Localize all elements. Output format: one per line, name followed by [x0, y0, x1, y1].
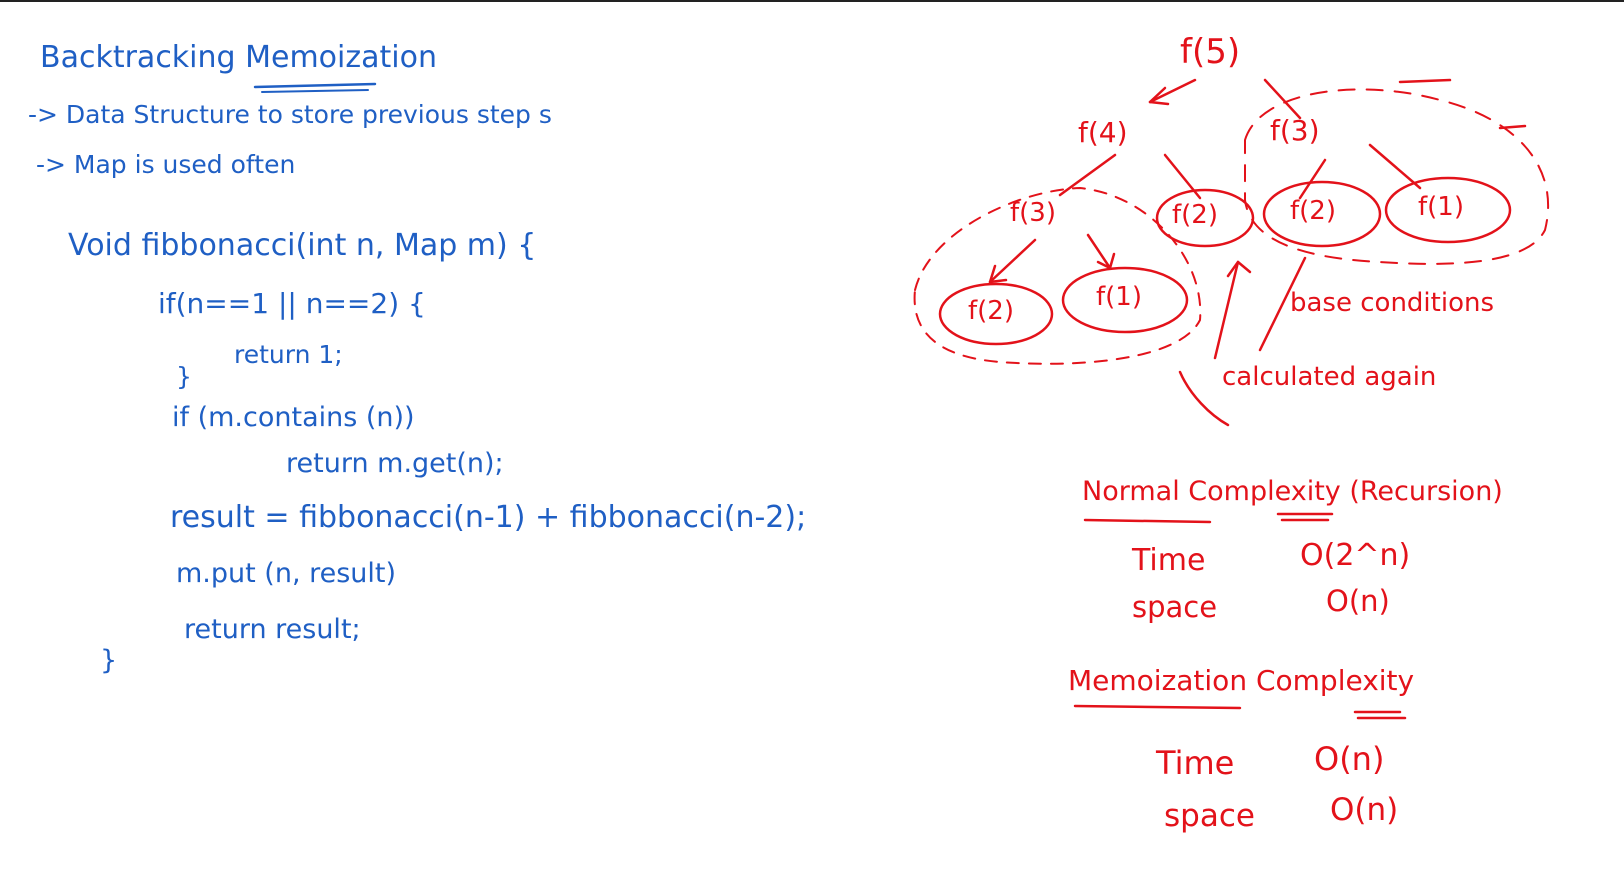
node-leaf-b: f(1)	[1096, 282, 1142, 312]
circle-f1-right	[1384, 176, 1512, 244]
annotation-arrows	[1178, 256, 1307, 427]
edge-f4-to-f3	[1058, 153, 1117, 197]
arrow-base-conditions	[1258, 256, 1307, 352]
code-result-line: result = fibbonacci(n-1) + fibbonacci(n-…	[170, 500, 807, 535]
code-if-line: if(n==1 || n==2) {	[158, 287, 426, 320]
code-return-result: return result;	[184, 614, 361, 645]
code-put-line: m.put (n, result)	[176, 558, 397, 589]
curve-calculated-again	[1178, 370, 1230, 427]
canvas-top-border	[0, 0, 1624, 2]
code-return-one: return 1;	[234, 340, 343, 369]
code-close-fn: }	[100, 645, 118, 676]
underline-memoization	[1073, 704, 1242, 710]
dashed-mark-top	[1398, 78, 1452, 84]
notes-title: Backtracking Memoization	[40, 40, 437, 75]
label-calculated-again: calculated again	[1222, 362, 1437, 392]
node-right-child: f(3)	[1270, 114, 1320, 147]
memo-space-value: O(n)	[1330, 792, 1399, 828]
underline-normal	[1083, 518, 1212, 524]
edge-root-to-f4	[1148, 78, 1197, 104]
edge-f3-to-f1	[1368, 143, 1422, 190]
arrow-calculated-again	[1213, 260, 1240, 360]
node-left-left: f(3)	[1010, 198, 1056, 228]
normal-time-value: O(2^n)	[1300, 538, 1411, 573]
node-leaf-a: f(2)	[968, 296, 1014, 326]
normal-time-label: Time	[1132, 543, 1206, 578]
dashed-region-right	[1244, 88, 1550, 265]
normal-space-label: space	[1132, 590, 1218, 624]
node-root: f(5)	[1180, 32, 1241, 72]
node-circles	[938, 176, 1512, 346]
edge-f3-to-f2	[1298, 158, 1327, 200]
notes-bullet-1: -> Data Structure to store previous step…	[28, 100, 552, 129]
arrow-head-f4	[1148, 86, 1170, 106]
notes-bullet-2: -> Map is used often	[36, 150, 296, 179]
edge-f3left-to-f1	[1086, 233, 1112, 270]
underline-memoization-blue	[253, 82, 377, 89]
edge-root-to-f3	[1263, 78, 1302, 120]
code-close-if: }	[176, 362, 192, 391]
normal-complexity-heading: Normal Complexity (Recursion)	[1082, 476, 1503, 507]
circle-leaf-f1	[1061, 266, 1189, 334]
arrow-head-calculated	[1226, 260, 1252, 278]
arrow-head-leaf-a	[988, 264, 1008, 284]
circle-f2-mid	[1155, 188, 1255, 248]
edge-f3left-to-f2	[988, 238, 1037, 284]
dashed-region-left	[913, 187, 1202, 365]
memo-time-label: Time	[1156, 744, 1235, 782]
node-right-left: f(2)	[1290, 196, 1336, 226]
underlines	[253, 82, 1407, 720]
node-left-child: f(4)	[1078, 116, 1128, 149]
node-left-right: f(2)	[1172, 200, 1218, 230]
circle-f2-right	[1262, 180, 1382, 248]
code-signature: Void fibbonacci(int n, Map m) {	[68, 228, 537, 263]
underline-memoization-blue-2	[261, 89, 369, 93]
code-if-contains: if (m.contains (n))	[172, 402, 415, 433]
label-base-conditions: base conditions	[1290, 288, 1495, 318]
dashed-mark-right	[1498, 124, 1527, 130]
code-return-get: return m.get(n);	[286, 448, 504, 479]
memo-space-label: space	[1164, 798, 1255, 834]
dashed-regions	[913, 78, 1550, 365]
arrow-head-leaf-b	[1096, 252, 1116, 270]
circle-leaf-f2	[938, 282, 1054, 346]
memo-complexity-heading: Memoization Complexity	[1068, 664, 1415, 697]
memo-time-value: O(n)	[1314, 740, 1385, 778]
tree-edges	[988, 78, 1422, 284]
normal-space-value: O(n)	[1326, 584, 1390, 618]
node-right-right: f(1)	[1418, 192, 1464, 222]
